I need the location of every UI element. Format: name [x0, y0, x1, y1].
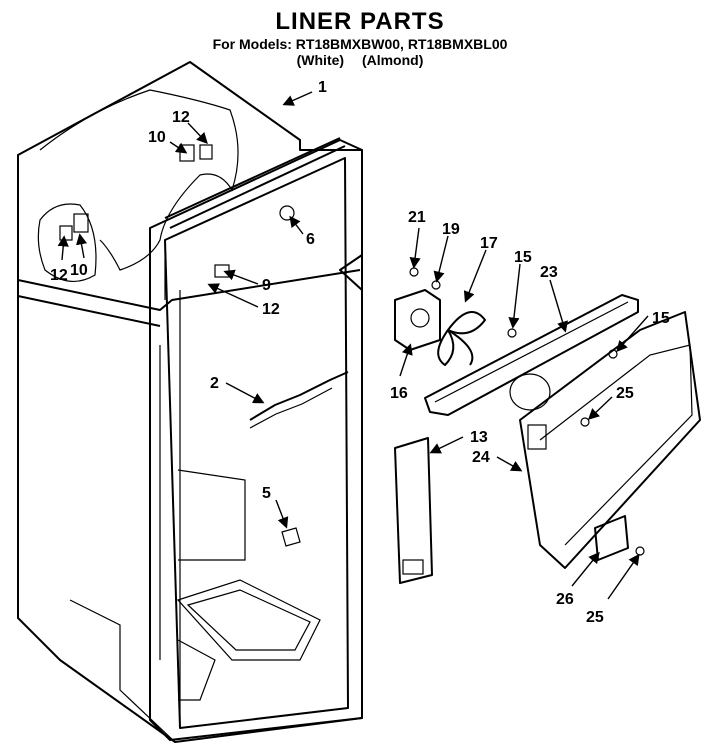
diagram-title: LINER PARTS: [275, 8, 445, 35]
callout-15: 15: [652, 310, 670, 327]
duct-13: [394, 437, 433, 584]
callout-25: 25: [586, 609, 604, 626]
callout-16: 16: [390, 385, 408, 402]
callout-13: 13: [470, 429, 488, 446]
callout-26: 26: [556, 591, 574, 608]
callout-10: 10: [70, 262, 88, 279]
hinge-bracket-top: [179, 144, 213, 162]
cover-plate-26: [594, 515, 629, 561]
callout-1: 1: [318, 79, 327, 96]
callout-23: 23: [540, 264, 558, 281]
callout-21: 21: [408, 209, 426, 226]
callout-15: 15: [514, 249, 532, 266]
hinge-bracket-left: [59, 213, 89, 241]
air-channel-23: [424, 294, 639, 416]
callout-24: 24: [472, 449, 490, 466]
callout-2: 2: [210, 375, 219, 392]
wire-harness-2: [249, 371, 349, 429]
callout-labels: 1 12 10 12 10 6 9 12 2 5 21 19 17 15 23 …: [50, 79, 670, 626]
bracket-9: [214, 264, 230, 278]
plug-6: [279, 205, 295, 221]
callout-9: 9: [262, 277, 271, 294]
evaporator-cover-24: [519, 311, 701, 569]
color-variants: (White) (Almond): [296, 52, 424, 68]
clip-5: [281, 527, 301, 547]
callout-6: 6: [306, 231, 315, 248]
callout-12: 12: [172, 109, 190, 126]
callout-19: 19: [442, 221, 460, 238]
model-numbers: For Models: RT18BMXBW00, RT18BMXBL00: [212, 36, 508, 52]
callout-17: 17: [480, 235, 498, 252]
leader-lines: [57, 91, 649, 600]
fan-motor-assembly: [394, 289, 486, 366]
callout-12: 12: [262, 301, 280, 318]
callout-12: 12: [50, 267, 68, 284]
callout-5: 5: [262, 485, 271, 502]
callout-25: 25: [616, 385, 634, 402]
liner-cabinet: [17, 61, 363, 743]
callout-10: 10: [148, 129, 166, 146]
screw-hardware: [409, 267, 645, 556]
